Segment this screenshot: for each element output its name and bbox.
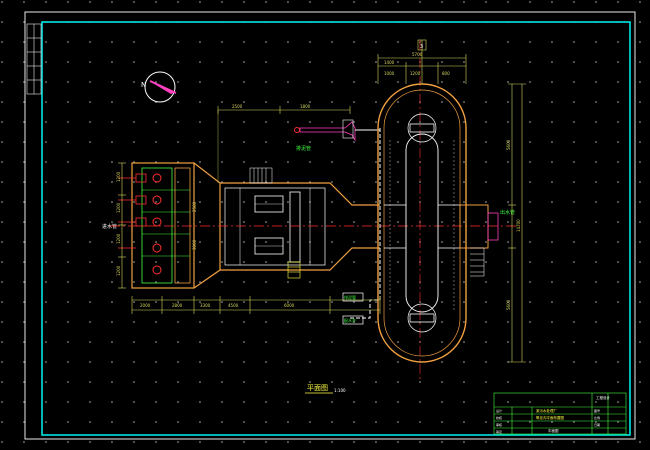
tb-project: 某污水处理厂 bbox=[536, 408, 557, 413]
inner-sheet-border bbox=[41, 21, 631, 436]
tb-row-left-2: 校核 bbox=[496, 415, 502, 420]
tb-row-left-3: 审核 bbox=[496, 422, 502, 427]
drawing-title-text: 平面图 bbox=[307, 384, 328, 392]
dim-top-c: 1400 bbox=[384, 60, 395, 65]
title-block bbox=[493, 392, 627, 435]
dim-bottom-4: 4500 bbox=[228, 303, 239, 308]
dim-bottom-2: 2800 bbox=[172, 303, 183, 308]
central-basin bbox=[220, 167, 380, 279]
distribution-well-label: 配水井 bbox=[344, 317, 356, 323]
dim-center-2: 3000 bbox=[192, 239, 197, 250]
inlet-chamber bbox=[118, 162, 221, 289]
tb-row-right-1: 图号 bbox=[594, 408, 600, 413]
oxidation-ditch bbox=[377, 83, 499, 363]
tb-row-right-3: 日期 bbox=[594, 422, 600, 427]
north-arrow: N bbox=[141, 71, 177, 103]
bottom-dimension-chain bbox=[131, 296, 381, 314]
tb-row-right-2: 比例 bbox=[594, 415, 600, 420]
tb-sheet-title: 平面图 bbox=[548, 428, 559, 433]
dim-left-1: 1200 bbox=[116, 171, 121, 182]
top-pipeline bbox=[217, 106, 380, 183]
drawing-title: 平面图 1:100 bbox=[305, 384, 346, 394]
tb-row-left-4: 审定 bbox=[496, 429, 502, 434]
dim-pipe-row-3: 800 bbox=[442, 71, 450, 76]
dim-right-bottom: 5600 bbox=[506, 299, 511, 310]
dim-center-1: 2500 bbox=[192, 201, 197, 212]
dim-top-a: 2500 bbox=[232, 104, 243, 109]
dim-left-3: 1200 bbox=[116, 233, 121, 244]
margin-tag bbox=[26, 23, 42, 95]
tb-drawing-name: 氧化沟平面布置图 bbox=[536, 415, 564, 420]
left-dimension-chain: 1200 1200 1200 1200 bbox=[116, 162, 126, 289]
tb-row-left-1: 设计 bbox=[496, 408, 502, 413]
dim-top-b: 1800 bbox=[300, 104, 311, 109]
dim-top-overall: 5700 bbox=[412, 52, 423, 57]
dim-right-top: 5600 bbox=[506, 139, 511, 150]
section-mark: 3 bbox=[420, 44, 423, 50]
dim-bottom-1: 2000 bbox=[140, 303, 151, 308]
tb-header: 工程设计 bbox=[596, 395, 610, 400]
top-dimension-chain bbox=[377, 39, 467, 84]
dim-right-total: 14700 bbox=[516, 219, 521, 232]
outer-sheet-border bbox=[24, 11, 636, 440]
north-arrow-label: N bbox=[141, 81, 146, 89]
sludge-pipe-1-label: 排泥管 bbox=[296, 145, 311, 152]
dim-bottom-3: 3300 bbox=[200, 303, 211, 308]
inlet-label: 进水管 bbox=[102, 223, 117, 230]
drawing-scale: 1:100 bbox=[334, 388, 346, 393]
outlet-label: 出水管 bbox=[500, 209, 515, 216]
dim-left-2: 1200 bbox=[116, 202, 121, 213]
sludge-boxes bbox=[342, 292, 364, 325]
right-dimension-chain bbox=[508, 83, 526, 363]
dim-bottom-5: 6000 bbox=[284, 303, 295, 308]
sludge-pipe-2-label: 排泥管 bbox=[344, 294, 356, 300]
dim-left-4: 1200 bbox=[116, 265, 121, 276]
dim-pipe-row-2: 1200 bbox=[410, 71, 421, 76]
dim-pipe-row-1: 1000 bbox=[384, 71, 395, 76]
